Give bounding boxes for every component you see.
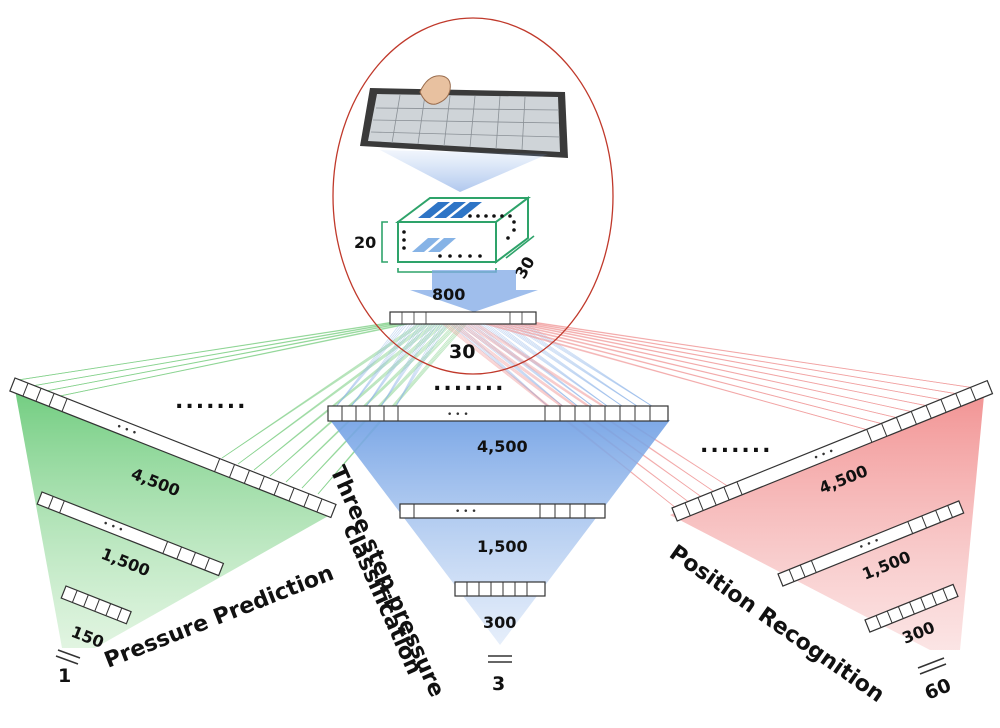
red-connection-line bbox=[526, 321, 959, 395]
red-layer-300-bar bbox=[864, 583, 959, 633]
blue-layer-300-label: 300 bbox=[483, 613, 516, 632]
green-output-node bbox=[55, 649, 81, 665]
red-funnel bbox=[670, 385, 985, 650]
blue-connection-line bbox=[394, 323, 448, 409]
red-output-node bbox=[917, 657, 947, 675]
sensor-panel-image bbox=[360, 75, 568, 158]
red-connection-line bbox=[511, 321, 929, 407]
blue-connection-line bbox=[364, 323, 428, 409]
pressure-prediction-branch: • • • • • • ....... 4,500 bbox=[9, 377, 337, 687]
connection-lines bbox=[17, 321, 976, 509]
blue-connection-line bbox=[394, 323, 443, 409]
blue-layer-1500-bar: • • • bbox=[399, 503, 606, 519]
red-layer-4500-bar: • • • bbox=[671, 379, 994, 522]
height-dimension-label: 20 bbox=[354, 233, 376, 252]
flatten-arrow bbox=[410, 270, 538, 312]
blue-funnel bbox=[330, 420, 670, 645]
blue-connection-line bbox=[394, 323, 441, 409]
blue-connection-line bbox=[507, 323, 626, 409]
flattened-input-bar bbox=[389, 311, 537, 325]
red-connection-line bbox=[497, 321, 899, 419]
red-connection-line bbox=[519, 321, 944, 401]
input-highlight-circle bbox=[332, 17, 614, 375]
red-layer-1500-bar: • • • bbox=[777, 500, 965, 587]
position-recognition-branch: • • • • • • bbox=[665, 379, 994, 708]
blue-connection-line bbox=[379, 323, 431, 409]
green-connection-line bbox=[59, 321, 419, 397]
red-output-label: 60 bbox=[922, 674, 955, 704]
red-connection-line bbox=[474, 321, 730, 488]
panel-to-tensor-beam bbox=[380, 150, 548, 192]
blue-layer-1500-label: 1,500 bbox=[477, 537, 528, 556]
svg-text:• • •: • • • bbox=[447, 410, 469, 420]
svg-text:• • •: • • • bbox=[455, 507, 477, 517]
blue-output-node bbox=[488, 655, 512, 663]
blue-layer-4500-bar: • • • bbox=[327, 405, 669, 422]
blue-connection-line bbox=[497, 323, 611, 409]
green-layer-1500-bar: • • • bbox=[36, 491, 225, 577]
green-funnel bbox=[15, 390, 330, 648]
blue-connection-line bbox=[334, 323, 408, 409]
green-layer-4500-bar: • • • bbox=[9, 377, 337, 519]
classification-branch: • • • • • • ....... 4,500 bbox=[325, 371, 670, 701]
green-ellipsis: ....... bbox=[175, 389, 248, 414]
blue-layer-300-bar bbox=[454, 581, 546, 597]
input-tensor-box bbox=[395, 196, 531, 264]
blue-output-label: 3 bbox=[492, 673, 505, 695]
red-connection-line bbox=[534, 321, 976, 389]
green-connection-line bbox=[221, 321, 426, 459]
green-connection-line bbox=[45, 321, 412, 392]
green-connection-line bbox=[285, 321, 455, 483]
green-layer-150-bar bbox=[60, 585, 132, 625]
red-connection-line bbox=[504, 321, 914, 413]
green-output-label: 1 bbox=[58, 665, 71, 687]
input-section: 20 30 800 30 bbox=[332, 17, 614, 375]
blue-layer-4500-label: 4,500 bbox=[477, 437, 528, 456]
green-connection-line bbox=[31, 321, 405, 387]
blue-connection-line bbox=[349, 323, 418, 409]
red-ellipsis: ....... bbox=[700, 433, 773, 458]
red-connection-line bbox=[489, 321, 884, 425]
blue-ellipsis: ....... bbox=[433, 371, 506, 396]
blue-connection-line bbox=[394, 323, 446, 409]
blue-connection-line bbox=[379, 323, 438, 409]
green-connection-line bbox=[17, 321, 398, 381]
width-dimension-label: 800 bbox=[432, 285, 465, 304]
red-connection-line bbox=[482, 321, 869, 431]
flattened-size-label: 30 bbox=[449, 341, 475, 363]
